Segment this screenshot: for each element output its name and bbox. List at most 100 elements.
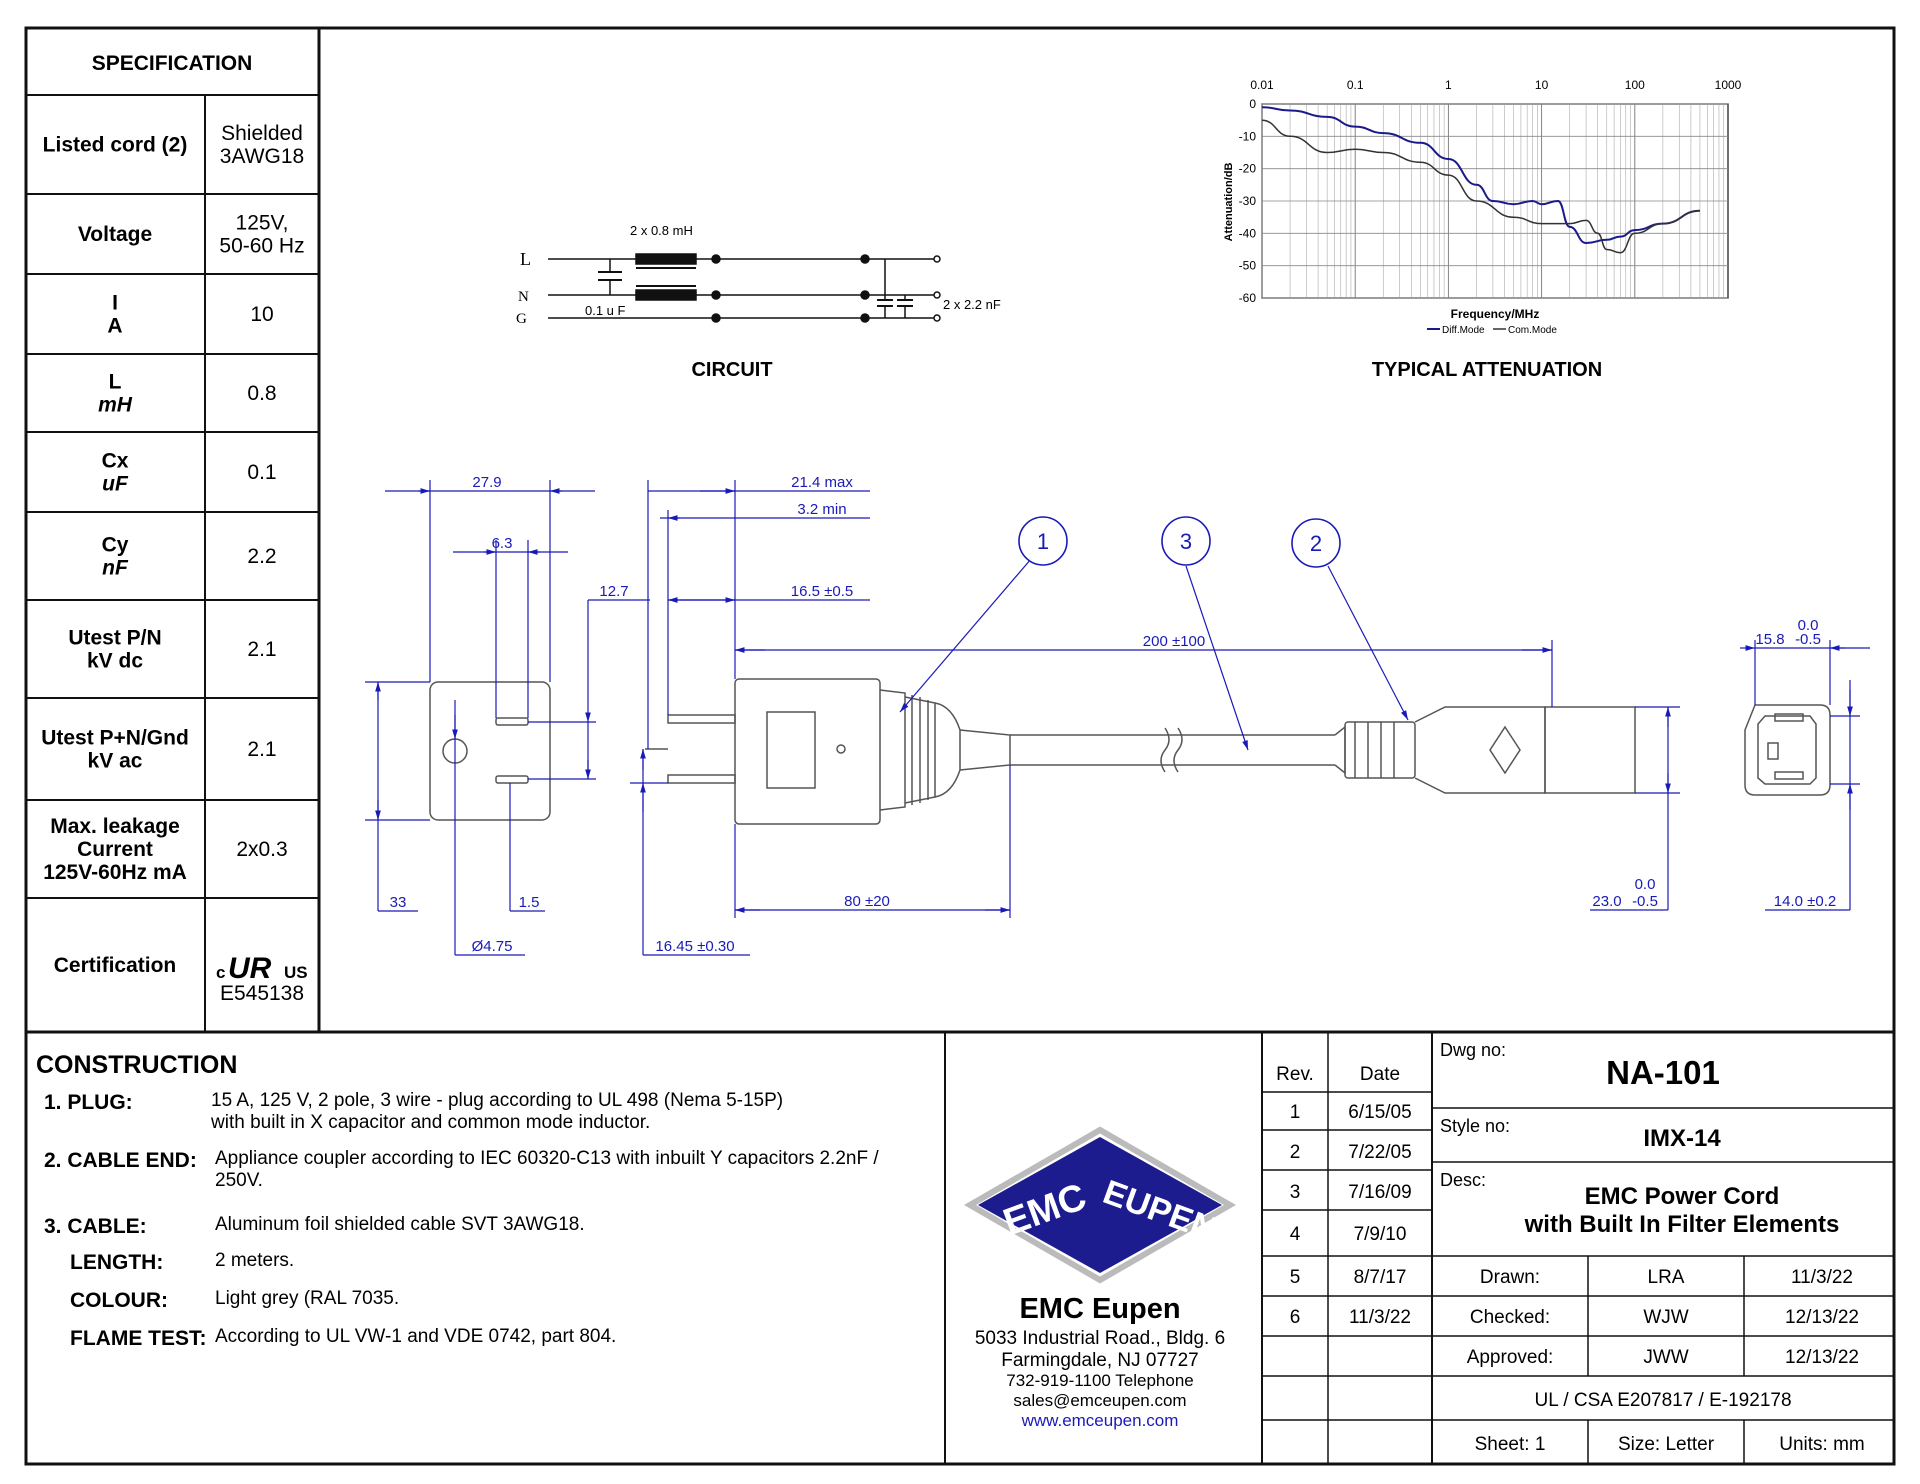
spec-label-8-1: Current (77, 838, 153, 861)
company-address-2: Farmingdale, NJ 07727 (1001, 1350, 1199, 1371)
cy-label: 2 x 2.2 nF (943, 297, 1001, 312)
construction-text-5-0: According to UL VW-1 and VDE 0742, part … (215, 1326, 616, 1347)
plug-side-view (645, 678, 1636, 825)
approval-cell-1-0: Checked: (1470, 1307, 1550, 1328)
company-block: EMC EUPEN EMC Eupen 5033 Industrial Road… (963, 1126, 1237, 1430)
chart-ytick: -60 (1239, 291, 1257, 305)
spec-label-2-1: A (107, 315, 122, 338)
balloon-2: 2 (1310, 531, 1322, 556)
company-address-1: 5033 Industrial Road., Bldg. 6 (975, 1328, 1225, 1349)
chart-xtick: 10 (1535, 78, 1549, 92)
series-line-diff-mode (1261, 106, 1700, 245)
spec-value-7-0: 2.1 (247, 738, 276, 761)
spec-value-8-0: 2x0.3 (236, 838, 287, 861)
dim-80: 80 ±20 (844, 893, 890, 910)
construction-label-5: FLAME TEST: (70, 1327, 207, 1350)
spec-label-7-0: Utest P+N/Gnd (41, 727, 189, 750)
construction-title: CONSTRUCTION (36, 1051, 237, 1079)
spec-value-3-0: 0.8 (247, 382, 276, 405)
spec-label-9-0: Certification (54, 954, 177, 977)
spec-value-6-0: 2.1 (247, 638, 276, 661)
spec-label-5-1: nF (102, 557, 129, 580)
ul-csa-line: UL / CSA E207817 / E-192178 (1534, 1390, 1791, 1411)
spec-label-3-0: L (109, 371, 122, 394)
rev-number: 4 (1290, 1224, 1301, 1245)
date-header: Date (1360, 1064, 1400, 1085)
dim-1-5: 1.5 (519, 894, 540, 911)
chart-ytick: 0 (1249, 97, 1256, 111)
plug-front-view (429, 681, 551, 821)
chart-xtick: 100 (1625, 78, 1645, 92)
revision-table (1261, 1032, 1433, 1464)
dim-diameter-4-75: Ø4.75 (472, 938, 513, 955)
approval-cell-1-2: 12/13/22 (1785, 1307, 1859, 1328)
dwg-no-label: Dwg no: (1440, 1040, 1506, 1060)
dim-23-0-tol-bot: -0.5 (1632, 893, 1658, 910)
spec-value-5-0: 2.2 (247, 545, 276, 568)
spec-label-1-0: Voltage (78, 223, 152, 246)
rev-number: 1 (1290, 1102, 1301, 1123)
company-email: sales@emceupen.com (1013, 1391, 1186, 1410)
spec-label-8-2: 125V-60Hz mA (43, 861, 187, 884)
chart-xtick: 0.01 (1250, 78, 1274, 92)
dim-27-9: 27.9 (472, 474, 501, 491)
construction-text-1-0: Appliance coupler according to IEC 60320… (215, 1148, 879, 1169)
spec-label-7-1: kV ac (88, 750, 143, 773)
construction-text-3-0: 2 meters. (215, 1250, 294, 1271)
chart-xtick: 1000 (1715, 78, 1742, 92)
company-website[interactable]: www.emceupen.com (1021, 1411, 1179, 1430)
approval-cell-2-1: JWW (1643, 1347, 1688, 1368)
desc-line-2: with Built In Filter Elements (1524, 1211, 1840, 1238)
spec-value-0-1: 3AWG18 (220, 145, 304, 168)
spec-value-4-0: 0.1 (247, 461, 276, 484)
construction-label-1: 2. CABLE END: (44, 1149, 197, 1172)
cert-mark-c: c (216, 963, 225, 982)
rev-date: 8/7/17 (1354, 1267, 1407, 1288)
dim-23-0-tol-top: 0.0 (1635, 876, 1656, 893)
dim-14-0: 14.0 ±0.2 (1774, 893, 1836, 910)
legend-diff-mode: Diff.Mode (1442, 325, 1485, 336)
rev-number: 2 (1290, 1142, 1301, 1163)
style-no-label: Style no: (1440, 1116, 1510, 1136)
construction-label-0: 1. PLUG: (44, 1091, 133, 1114)
balloon-1: 1 (1037, 529, 1049, 554)
balloon-3: 3 (1180, 529, 1192, 554)
construction-text-2-0: Aluminum foil shielded cable SVT 3AWG18. (215, 1214, 585, 1235)
dim-15-8-tol-bot: -0.5 (1795, 631, 1821, 648)
company-phone: 732-919-1100 Telephone (1006, 1371, 1193, 1390)
approval-cell-1-1: WJW (1643, 1307, 1688, 1328)
coupler-end-view (1744, 704, 1831, 796)
inductor-label: 2 x 0.8 mH (630, 223, 693, 238)
dim-3-2-min: 3.2 min (797, 501, 846, 518)
spec-label-3-1: mH (98, 394, 133, 417)
dim-33: 33 (390, 894, 407, 911)
company-name: EMC Eupen (1019, 1293, 1180, 1325)
approval-cell-0-1: LRA (1648, 1267, 1685, 1288)
construction-label-3: LENGTH: (70, 1251, 163, 1274)
approval-cell-0-0: Drawn: (1480, 1267, 1540, 1288)
approval-cell-0-2: 11/3/22 (1791, 1267, 1853, 1288)
rev-date: 7/22/05 (1348, 1142, 1411, 1163)
chart-ytick: -50 (1239, 259, 1257, 273)
construction-section: CONSTRUCTION 1. PLUG:15 A, 125 V, 2 pole… (36, 1051, 879, 1350)
spec-label-6-0: Utest P/N (68, 627, 161, 650)
rev-date: 7/16/09 (1348, 1182, 1411, 1203)
desc-line-1: EMC Power Cord (1585, 1183, 1780, 1210)
spec-label-2-0: I (112, 292, 118, 315)
cert-mark-ur: UR (228, 952, 272, 985)
rev-number: 3 (1290, 1182, 1301, 1203)
chart-xtick: 0.1 (1347, 78, 1364, 92)
dim-12-7: 12.7 (599, 583, 628, 600)
rev-number: 6 (1290, 1307, 1301, 1328)
mechanical-drawing: 27.9 6.3 12.7 33 1.5 Ø4.75 21.4 max 3.2 … (365, 474, 1870, 956)
spec-label-0-0: Listed cord (2) (43, 134, 188, 157)
construction-text-1-1: 250V. (215, 1170, 263, 1191)
spec-label-8-0: Max. leakage (50, 815, 180, 838)
circuit-title: CIRCUIT (691, 359, 772, 381)
circuit-label-n: N (518, 289, 529, 305)
approval-cell-2-0: Approved: (1467, 1347, 1554, 1368)
spec-value-1-1: 50-60 Hz (219, 235, 304, 258)
